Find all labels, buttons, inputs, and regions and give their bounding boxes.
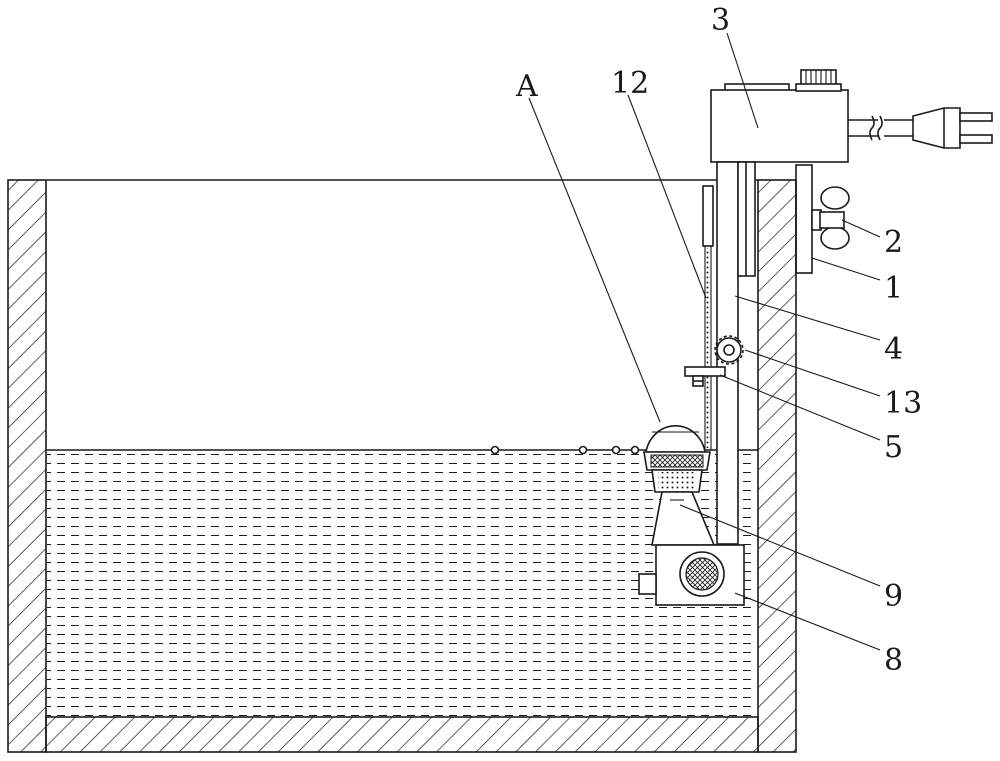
label-4: 4 xyxy=(884,332,903,367)
surface-bubbles xyxy=(490,445,640,455)
float-assembly xyxy=(643,425,711,493)
motor-housing xyxy=(710,69,849,163)
tank-wall-right xyxy=(757,179,797,753)
tank-floor xyxy=(45,716,759,753)
tank-wall-left xyxy=(7,179,47,753)
pump xyxy=(638,544,745,606)
hanger-clamp xyxy=(795,164,813,274)
chain xyxy=(705,248,711,448)
label-5: 5 xyxy=(884,430,903,465)
label-3: 3 xyxy=(711,3,730,38)
gear-icon xyxy=(714,335,744,365)
thumb-screw xyxy=(811,186,850,250)
label-a: A xyxy=(515,69,538,104)
label-12: 12 xyxy=(611,66,649,101)
label-2: 2 xyxy=(884,225,903,260)
callout-labels: 3 12 A 2 1 4 13 5 9 8 xyxy=(515,3,922,678)
power-cord xyxy=(848,115,913,141)
label-1: 1 xyxy=(884,271,903,306)
label-13: 13 xyxy=(884,386,922,421)
label-8: 8 xyxy=(884,643,903,678)
label-9: 9 xyxy=(884,579,903,614)
leader-lines xyxy=(528,32,881,651)
power-plug-icon xyxy=(912,107,993,149)
bracket xyxy=(684,366,726,387)
